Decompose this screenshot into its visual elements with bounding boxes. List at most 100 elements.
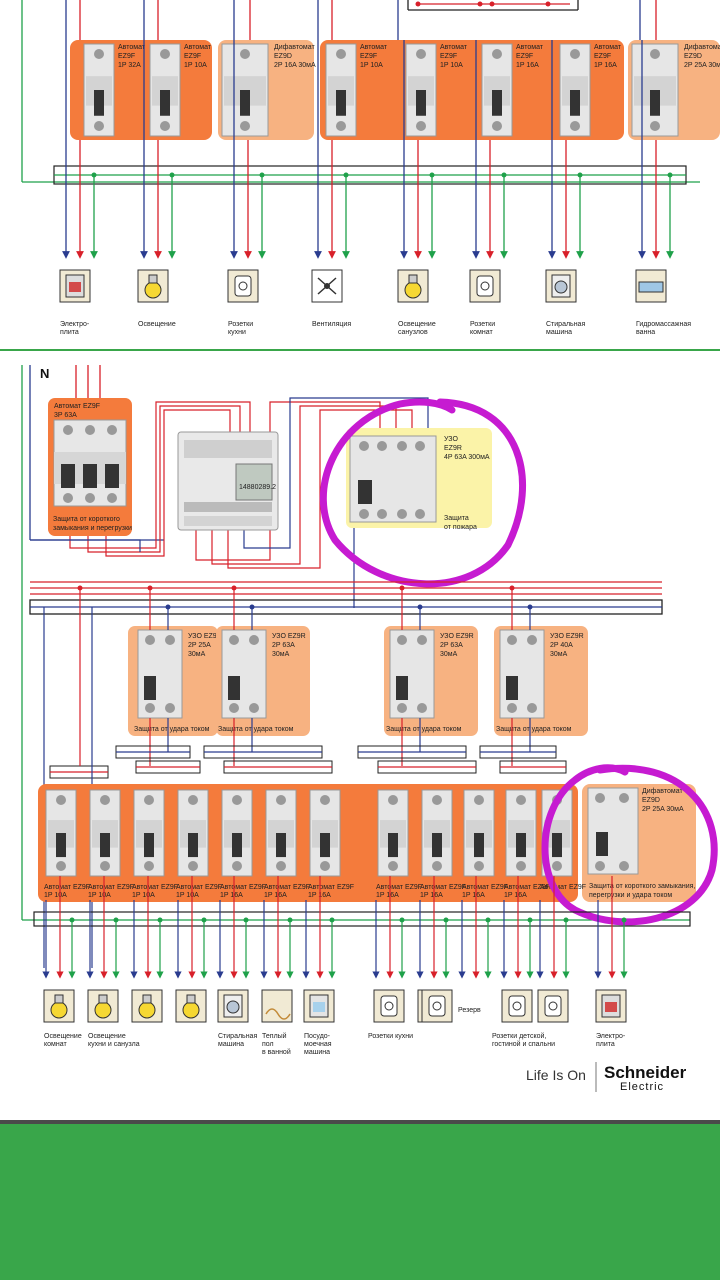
top-breaker-8-label-3: 2P 25A 30мА: [684, 62, 720, 69]
bottom-load-6-label-1: Теплый: [262, 1032, 287, 1040]
top-load-7-label-2: машина: [546, 329, 572, 336]
row-breaker-8-label-1: Автомат EZ9F: [376, 884, 422, 891]
top-breaker-7-label-1: Автомат: [594, 44, 622, 51]
rcd-4-note: Защита от удара током: [496, 726, 572, 733]
schneider-logo: Life Is On Schneider Electric: [526, 1062, 687, 1093]
top-breaker-5-label-2: EZ9F: [440, 53, 457, 60]
main-breaker-label-2: 3P 63A: [54, 412, 77, 419]
top-breaker-2-label-3: 1P 10A: [184, 62, 207, 69]
diff-breaker-note-1: Защита от короткого замыкания,: [589, 883, 695, 890]
diff-breaker-label-2: EZ9D: [642, 797, 660, 804]
highlight-circle-diff-breaker: [541, 764, 718, 926]
row-breaker-1: [45, 789, 77, 877]
row-breaker-7: [309, 789, 341, 877]
top-breaker-6-label-3: 1P 16A: [516, 62, 539, 69]
top-load-fan-icon-4: [311, 269, 343, 303]
row-breaker-1-label-1: Автомат EZ9F: [44, 884, 90, 891]
row-breaker-3-label-2: 1P 10A: [132, 892, 155, 899]
bottom-load-5-label-1: Стиральная: [218, 1033, 257, 1040]
row-breaker-5-label-2: 1P 16A: [220, 892, 243, 899]
rcd-3-label-3: 30мА: [440, 651, 458, 658]
row-breaker-3-label-1: Автомат EZ9F: [132, 884, 178, 891]
row-breaker-1-label-2: 1P 10A: [44, 892, 67, 899]
bottom-neutral-bus: [33, 911, 691, 927]
main-breaker-note-1: Защита от короткого: [53, 516, 120, 523]
top-breaker-6-label-2: EZ9F: [516, 53, 533, 60]
rcd-device-3: [389, 629, 435, 719]
top-breaker-6: [481, 43, 513, 137]
diff-breaker-label-3: 2P 25A 30мА: [642, 806, 684, 813]
row-breaker-11-label-2: 1P 16A: [504, 892, 527, 899]
row-breaker-10-label-1: Автомат EZ9F: [462, 884, 508, 891]
top-breaker-3-label-1: Дифавтомат: [274, 44, 315, 51]
top-breaker-3-label-3: 2P 16A 30мА: [274, 62, 316, 69]
top-breaker-5-label-3: 1P 10A: [440, 62, 463, 69]
fire-rcd-device: [349, 435, 437, 523]
highlight-circle-fire-rcd: [319, 398, 527, 588]
rcd-4-label-3: 30мА: [550, 651, 568, 658]
bottom-load-stove-icon-13: [595, 989, 627, 1023]
top-load-socket-icon-6: [469, 269, 501, 303]
top-load-lamp-icon-2: [137, 269, 169, 303]
row-breaker-9-label-1: Автомат EZ9F: [420, 884, 466, 891]
rcd-2-note: Защита от удара током: [218, 726, 294, 733]
bottom-green-band: [0, 1120, 720, 1280]
rcd-3-label-2: 2P 63A: [440, 642, 463, 649]
top-load-1-label-2: плита: [60, 329, 79, 336]
bottom-load-lamp-icon-1: [43, 989, 75, 1023]
top-breaker-1: [83, 43, 115, 137]
diff-breaker-note-2: перегрузки и удара током: [589, 892, 672, 899]
top-breaker-8-label-1: Дифавтомат: [684, 44, 720, 51]
diff-breaker-label-1: Дифавтомат: [642, 788, 683, 795]
bottom-load-washer-icon-5: [217, 989, 249, 1023]
row-breaker-4-label-2: 1P 10A: [176, 892, 199, 899]
row-breaker-11: [505, 789, 537, 877]
logo-sub: Electric: [620, 1081, 664, 1093]
top-load-stove-icon-1: [59, 269, 91, 303]
rcd-1-label-2: 2P 25A: [188, 642, 211, 649]
row-breaker-10-label-2: 1P 16A: [462, 892, 485, 899]
rcd-device-1: [137, 629, 183, 719]
main-breaker-note-2: замыкания и перегрузки: [53, 525, 132, 532]
bottom-load-13-label-1: Электро-: [596, 1033, 626, 1040]
bottom-load-11-label-2: гостиной и спальни: [492, 1040, 555, 1048]
bottom-load-7-label-2: моечная: [304, 1041, 332, 1048]
top-load-5-label-1: Освещение: [398, 321, 436, 328]
bottom-load-1-label-1: Освещение: [44, 1033, 82, 1040]
logo-slogan: Life Is On: [526, 1067, 586, 1083]
bottom-load-5-label-2: машина: [218, 1041, 244, 1048]
top-breaker-1-label-1: Автомат: [118, 44, 146, 51]
fire-rcd-label-2: EZ9R: [444, 445, 462, 452]
bottom-load-socket-icon-10: [421, 989, 453, 1023]
row-breaker-2-label-1: Автомат EZ9F: [88, 884, 134, 891]
top-breaker-3-label-2: EZ9D: [274, 53, 292, 60]
top-load-5-label-2: санузлов: [398, 329, 428, 336]
rcd-4-label-2: 2P 40A: [550, 642, 573, 649]
top-breaker-6-label-1: Автомат: [516, 44, 544, 51]
row-breaker-5: [221, 789, 253, 877]
top-load-socket-icon-3: [227, 269, 259, 303]
row-breaker-10: [463, 789, 495, 877]
row-breaker-5-label-1: Автомат EZ9F: [220, 884, 266, 891]
row-breaker-11-label-1: Автомат EZ9F: [504, 884, 550, 891]
top-load-1-label-1: Электро-: [60, 321, 90, 328]
bottom-load-13-label-2: плита: [596, 1041, 615, 1048]
row-breaker-6-label-2: 1P 16A: [264, 892, 287, 899]
row-breaker-8-label-2: 1P 16A: [376, 892, 399, 899]
bottom-load-7-label-3: машина: [304, 1049, 330, 1056]
row-breaker-9: [421, 789, 453, 877]
main-breaker-device: [53, 419, 127, 507]
rcd-2-label-3: 30мА: [272, 651, 290, 658]
row-breaker-4: [177, 789, 209, 877]
top-breaker-7-label-3: 1P 16A: [594, 62, 617, 69]
top-breaker-5-label-1: Автомат: [440, 44, 468, 51]
rcd-2-label-1: УЗО EZ9R: [272, 633, 306, 640]
bottom-load-1-label-2: комнат: [44, 1041, 67, 1048]
top-load-3-label-1: Розетки: [228, 321, 253, 328]
top-panel-group-3: [320, 40, 624, 140]
bottom-load-lamp-icon-2: [87, 989, 119, 1023]
rcd-3-label-1: УЗО EZ9R: [440, 633, 474, 640]
bottom-load-11-label-1: Розетки детской,: [492, 1032, 546, 1040]
